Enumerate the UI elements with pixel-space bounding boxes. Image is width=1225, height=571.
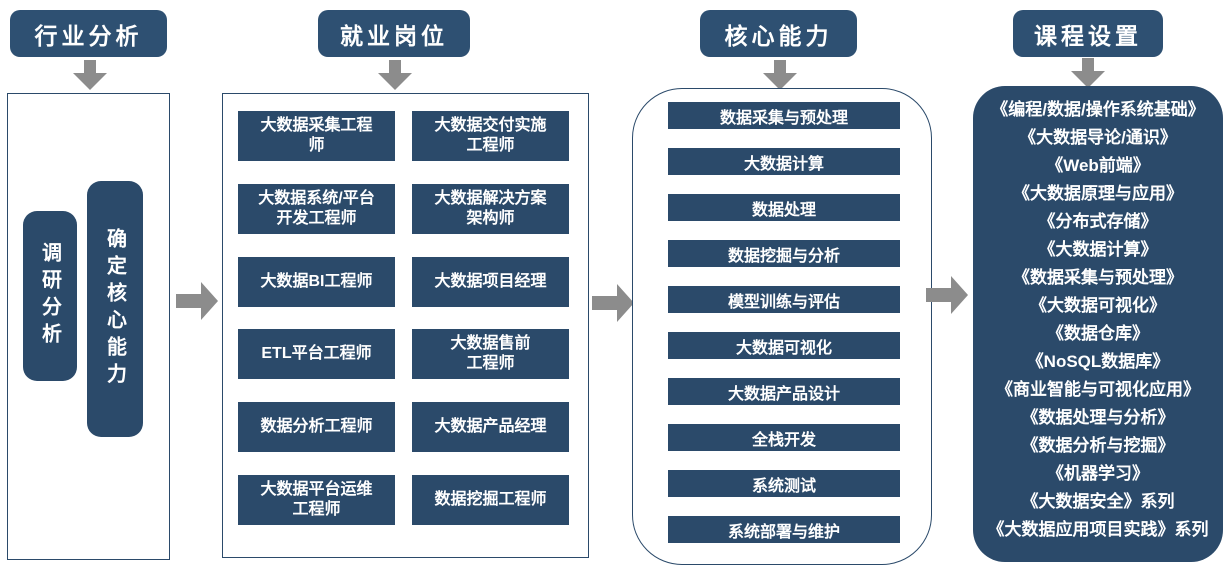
stage-header-industry-analysis: 行业分析 (10, 10, 167, 57)
course-item: 《Web前端》 (1046, 156, 1150, 175)
stage-header-core-abilities: 核心能力 (700, 10, 857, 57)
down-arrow-icon (1071, 58, 1105, 88)
course-item: 《大数据可视化》 (1030, 296, 1166, 315)
courses-panel: 《编程/数据/操作系统基础》 《大数据导论/通识》 《Web前端》 《大数据原理… (973, 86, 1223, 562)
course-item: 《大数据应用项目实践》系列 (987, 520, 1209, 539)
pill-research-analysis-label: 调研分析 (38, 242, 61, 350)
ability-item: 全栈开发 (668, 424, 900, 451)
course-item: 《机器学习》 (1047, 464, 1149, 483)
job-item: 大数据平台运维 工程师 (238, 474, 395, 525)
course-item: 《大数据计算》 (1038, 240, 1158, 259)
course-item: 《编程/数据/操作系统基础》 (991, 100, 1205, 119)
course-item: 《大数据导论/通识》 (1019, 128, 1177, 147)
course-item: 《大数据原理与应用》 (1013, 184, 1183, 203)
course-item: 《商业智能与可视化应用》 (996, 380, 1200, 399)
job-item: 大数据产品经理 (412, 402, 569, 453)
pill-define-core-abilities-label: 确定核心能力 (103, 228, 126, 390)
stage-header-job-positions: 就业岗位 (318, 10, 470, 57)
job-item: 大数据售前 工程师 (412, 329, 569, 380)
ability-item: 大数据计算 (668, 148, 900, 175)
course-item: 《数据分析与挖掘》 (1021, 436, 1175, 455)
ability-item: 模型训练与评估 (668, 286, 900, 313)
ability-item: 大数据可视化 (668, 332, 900, 359)
course-item: 《数据仓库》 (1047, 324, 1149, 343)
job-item: 大数据采集工程 师 (238, 111, 395, 161)
job-item: 大数据BI工程师 (238, 256, 395, 307)
ability-item: 系统测试 (668, 470, 900, 497)
job-item: 大数据解决方案 架构师 (412, 183, 569, 234)
course-item: 《数据采集与预处理》 (1013, 268, 1183, 287)
jobs-column-right: 大数据交付实施 工程师 大数据解决方案 架构师 大数据项目经理 大数据售前 工程… (412, 111, 569, 525)
course-item: 《分布式存储》 (1038, 212, 1158, 231)
ability-item: 数据挖掘与分析 (668, 240, 900, 267)
pill-define-core-abilities: 确定核心能力 (87, 181, 143, 437)
ability-item: 数据采集与预处理 (668, 102, 900, 129)
stage-header-course-setup: 课程设置 (1013, 10, 1163, 57)
right-arrow-icon (926, 276, 968, 314)
ability-item: 数据处理 (668, 194, 900, 221)
down-arrow-icon (73, 60, 107, 90)
job-item: 大数据项目经理 (412, 256, 569, 307)
right-arrow-icon (176, 282, 218, 320)
job-item: 数据分析工程师 (238, 402, 395, 453)
ability-item: 系统部署与维护 (668, 516, 900, 543)
jobs-column-left: 大数据采集工程 师 大数据系统/平台 开发工程师 大数据BI工程师 ETL平台工… (238, 111, 395, 525)
right-arrow-icon (592, 284, 634, 322)
course-item: 《NoSQL数据库》 (1026, 352, 1170, 371)
course-item: 《大数据安全》系列 (1021, 492, 1175, 511)
job-item: ETL平台工程师 (238, 329, 395, 380)
pill-research-analysis: 调研分析 (23, 211, 77, 381)
job-item: 数据挖掘工程师 (412, 474, 569, 525)
down-arrow-icon (763, 60, 797, 90)
course-item: 《数据处理与分析》 (1021, 408, 1175, 427)
job-item: 大数据交付实施 工程师 (412, 111, 569, 161)
core-abilities-list: 数据采集与预处理 大数据计算 数据处理 数据挖掘与分析 模型训练与评估 大数据可… (668, 102, 900, 543)
ability-item: 大数据产品设计 (668, 378, 900, 405)
down-arrow-icon (378, 60, 412, 90)
job-item: 大数据系统/平台 开发工程师 (238, 183, 395, 234)
